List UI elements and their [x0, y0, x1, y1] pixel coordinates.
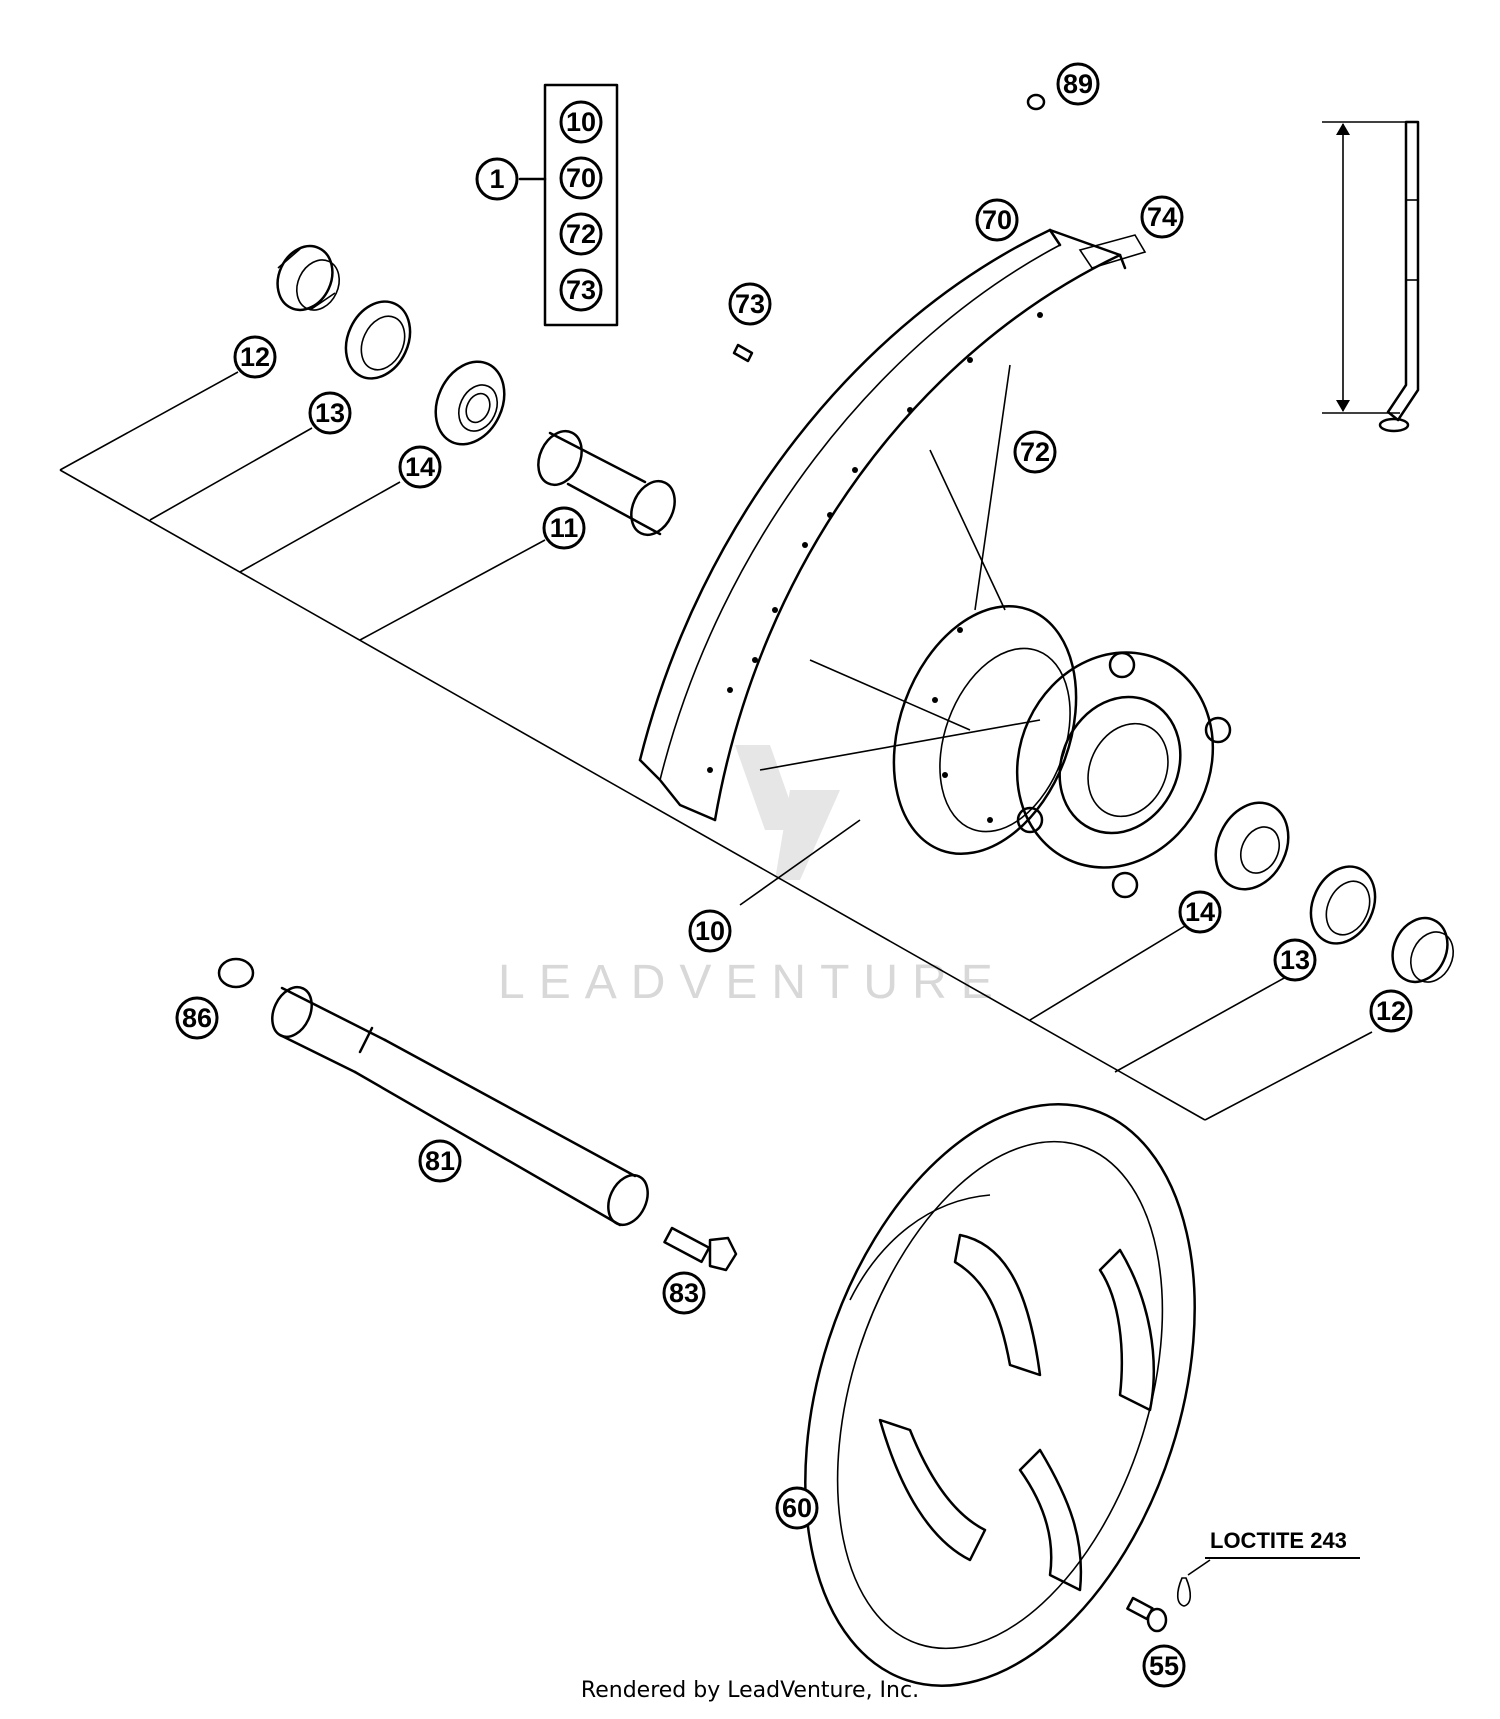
seal-part-13-left	[344, 300, 412, 380]
rim-tape-part-74	[1078, 234, 1147, 269]
spacer-part-12-left	[276, 244, 340, 312]
watermark-logo	[735, 745, 840, 880]
callout-label: 14	[405, 452, 435, 482]
rim-part-70	[638, 228, 1127, 822]
seal-part-13-right	[1309, 865, 1377, 945]
callout-c72: 72	[1013, 430, 1057, 474]
callout-c83: 83	[662, 1271, 706, 1315]
callout-c1: 1	[475, 157, 519, 201]
brake-disc-part-60	[804, 1103, 1196, 1687]
callout-c14-left: 14	[398, 445, 442, 489]
nipple-part-73	[732, 343, 754, 363]
loctite-note: LOCTITE 243	[1210, 1528, 1347, 1553]
callout-c86: 86	[175, 996, 219, 1040]
callout-label: 55	[1149, 1651, 1179, 1681]
footer-credit: Rendered by LeadVenture, Inc.	[580, 1678, 920, 1703]
leader-lines-right	[1029, 925, 1373, 1121]
bolt-part-83	[663, 1226, 738, 1272]
callout-label: 12	[240, 342, 270, 372]
spacer-part-12-right	[1391, 916, 1454, 984]
callout-label: 13	[1280, 945, 1310, 975]
callout-c72-kit: 72	[559, 212, 603, 256]
callout-c11: 11	[542, 506, 586, 550]
leader-lines-left	[59, 371, 1206, 1121]
callout-c70-kit: 70	[559, 156, 603, 200]
callout-label: 73	[735, 289, 765, 319]
loctite-drop	[1176, 1559, 1211, 1607]
kit-box	[518, 83, 619, 327]
callout-label: 74	[1147, 202, 1177, 232]
callout-label: 83	[669, 1278, 699, 1308]
callout-label: 1	[489, 164, 504, 194]
callout-c12-left: 12	[233, 335, 277, 379]
bearing-part-14-right	[1214, 801, 1290, 891]
callout-c73-kit: 73	[559, 268, 603, 312]
callout-label: 73	[566, 275, 596, 305]
callout-c13-left: 13	[308, 391, 352, 435]
callout-label: 14	[1185, 897, 1215, 927]
axle-part-81	[271, 985, 649, 1227]
callout-label: 89	[1063, 69, 1093, 99]
callout-c81: 81	[418, 1139, 462, 1183]
cap-part-89	[1026, 93, 1046, 111]
callout-c60: 60	[775, 1486, 819, 1530]
callout-label: 72	[1020, 437, 1050, 467]
callout-label: 81	[425, 1146, 455, 1176]
callout-label: 70	[566, 163, 596, 193]
spoke-length-indicator	[1322, 120, 1420, 433]
callout-c73: 73	[728, 282, 772, 326]
spacer-tube-part-11	[537, 430, 676, 536]
callout-label: 72	[566, 219, 596, 249]
callout-label: 11	[550, 513, 579, 543]
bearing-part-14-left	[434, 360, 506, 446]
spacer-part-86	[217, 957, 255, 989]
callout-label: 10	[695, 916, 725, 946]
callout-c13-right: 13	[1273, 938, 1317, 982]
callout-label: 12	[1376, 996, 1406, 1026]
callout-c10-kit: 10	[559, 100, 603, 144]
callout-label: 60	[782, 1493, 812, 1523]
callout-label: 70	[982, 205, 1012, 235]
callout-c12-right: 12	[1369, 989, 1413, 1033]
callout-c89: 89	[1056, 62, 1100, 106]
callout-label: 10	[566, 107, 596, 137]
watermark-text: LEADVENTURE	[498, 956, 1007, 1009]
hub-part-10	[892, 605, 1232, 899]
callout-c55: 55	[1142, 1644, 1186, 1688]
callout-c10: 10	[688, 909, 732, 953]
spokes-part-72	[759, 364, 1041, 771]
callout-c70: 70	[975, 198, 1019, 242]
callout-label: 86	[182, 1003, 212, 1033]
callout-circles: 1 10 70 72 73 89 70 74 73 72 12 13 14 11 10 14 13 12 86 81 8…	[175, 62, 1413, 1688]
callout-label: 13	[315, 398, 345, 428]
callout-c74: 74	[1140, 195, 1184, 239]
bolt-part-55	[1126, 1596, 1168, 1633]
callout-c14-right: 14	[1178, 890, 1222, 934]
